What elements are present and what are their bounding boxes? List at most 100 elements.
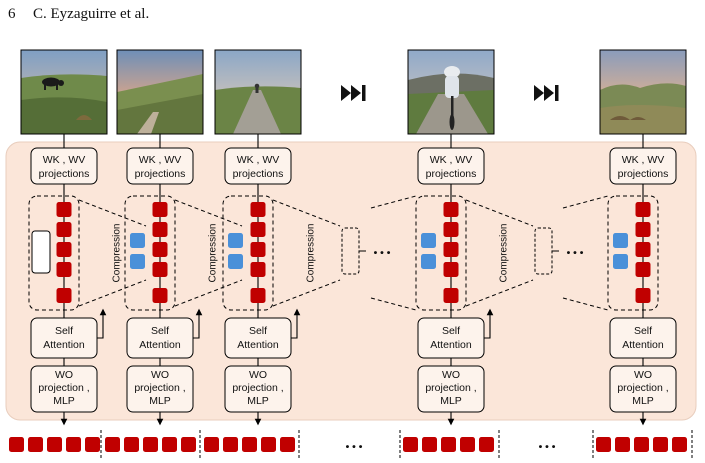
kv-token: [635, 242, 651, 257]
compression-fan-bottom: [174, 279, 243, 307]
compression-fan-top: [465, 199, 534, 227]
compression-feedback-arrow: [97, 308, 107, 339]
kv-token: [635, 202, 651, 217]
processing-panel: [5, 141, 697, 421]
kv-token: [443, 202, 459, 217]
compression-fan-top: [174, 199, 243, 227]
frame-3-thumbnail: [214, 49, 302, 135]
kv-token: [443, 222, 459, 237]
output-token-group-4: [403, 437, 494, 452]
kv-cache-container: [415, 195, 467, 311]
kv-cache-container: [28, 195, 80, 311]
compression-stage: Compression: [174, 199, 243, 339]
kv-token: [152, 222, 168, 237]
columns-layer: WK , WVprojectionsSelfAttentionWOproject…: [28, 134, 677, 426]
compression-fan-bottom: [272, 279, 341, 307]
compression-feedback-arrow: [193, 308, 203, 339]
kv-token: [250, 288, 266, 303]
output-token: [204, 437, 219, 452]
self-attention-label: Self: [55, 325, 73, 337]
kv-cache-container: [124, 195, 176, 311]
output-token: [47, 437, 62, 452]
kv-token: [152, 202, 168, 217]
page-number: 6: [8, 6, 16, 22]
wo-projection-label: projection ,: [232, 382, 283, 394]
pipeline-column-2: WK , WVprojectionsSelfAttentionWOproject…: [124, 134, 194, 426]
compression-fan-top: [272, 199, 341, 227]
mlp-label: MLP: [632, 395, 654, 407]
empty-memory-slot: [31, 230, 51, 274]
compressed-memory-token: [130, 254, 145, 269]
self-attention-sublabel: Attention: [139, 339, 181, 351]
compressed-memory-token: [613, 254, 628, 269]
wo-label: WO: [55, 369, 73, 381]
mlp-label: MLP: [247, 395, 269, 407]
compression-feedback-arrow: [484, 308, 494, 339]
incoming-fan-bottom: [562, 297, 609, 311]
frame-5-thumbnail: [599, 49, 687, 135]
self-attention-sublabel: Attention: [622, 339, 664, 351]
output-token: [28, 437, 43, 452]
compressed-memory-token: [228, 233, 243, 248]
output-token: [66, 437, 81, 452]
output-token: [441, 437, 456, 452]
output-token: [223, 437, 238, 452]
kv-token: [152, 242, 168, 257]
output-ellipsis: • • •: [539, 441, 556, 453]
incoming-fan-bottom: [370, 297, 417, 311]
compression-fan-top: [78, 199, 147, 227]
continuation-ellipsis: • • •: [374, 247, 391, 259]
compressed-memory-token: [613, 233, 628, 248]
kv-token: [443, 262, 459, 277]
kv-projection-label: WK , WV: [139, 154, 182, 166]
kv-token: [635, 288, 651, 303]
output-token: [162, 437, 177, 452]
kv-token: [250, 202, 266, 217]
self-attention-sublabel: Attention: [237, 339, 279, 351]
kv-projection-label: WK , WV: [430, 154, 473, 166]
output-token: [85, 437, 100, 452]
mlp-label: MLP: [149, 395, 171, 407]
kv-projection-sublabel: projections: [426, 168, 477, 180]
author-line: C. Eyzaguirre et al.: [33, 6, 150, 22]
self-attention-label: Self: [634, 325, 652, 337]
compressed-memory-token: [421, 233, 436, 248]
kv-token: [56, 288, 72, 303]
self-attention-label: Self: [151, 325, 169, 337]
self-attention-box: [417, 317, 485, 359]
kv-token: [250, 242, 266, 257]
output-token: [653, 437, 668, 452]
compression-stage: Compression: [78, 199, 147, 339]
incoming-memory-lines: [370, 195, 417, 311]
output-token-group-5: [596, 437, 687, 452]
self-attention-sublabel: Attention: [43, 339, 85, 351]
kv-token: [443, 288, 459, 303]
kv-cache-container: [222, 195, 274, 311]
kv-projection-label: WK , WV: [43, 154, 86, 166]
compression-fan-bottom: [78, 279, 147, 307]
output-token: [105, 437, 120, 452]
frames-layer: [20, 49, 687, 135]
kv-token: [152, 288, 168, 303]
pipeline-column-1: WK , WVprojectionsSelfAttentionWOproject…: [28, 134, 98, 426]
output-token: [615, 437, 630, 452]
output-token: [479, 437, 494, 452]
kv-projection-sublabel: projections: [233, 168, 284, 180]
kv-token: [56, 222, 72, 237]
self-attention-box: [126, 317, 194, 359]
output-token: [403, 437, 418, 452]
compression-label: Compression: [306, 224, 317, 283]
output-token-group-3: [204, 437, 295, 452]
compression-label: Compression: [499, 224, 510, 283]
wo-projection-label: projection ,: [134, 382, 185, 394]
output-token: [261, 437, 276, 452]
pipeline-column-5: WK , WVprojectionsSelfAttentionWOproject…: [607, 134, 677, 426]
output-token-group-1: [9, 437, 100, 452]
wo-label: WO: [249, 369, 267, 381]
output-token: [596, 437, 611, 452]
kv-projection-sublabel: projections: [39, 168, 90, 180]
output-token: [181, 437, 196, 452]
kv-token: [635, 222, 651, 237]
kv-projection-sublabel: projections: [618, 168, 669, 180]
frame-4-thumbnail: [407, 49, 495, 135]
